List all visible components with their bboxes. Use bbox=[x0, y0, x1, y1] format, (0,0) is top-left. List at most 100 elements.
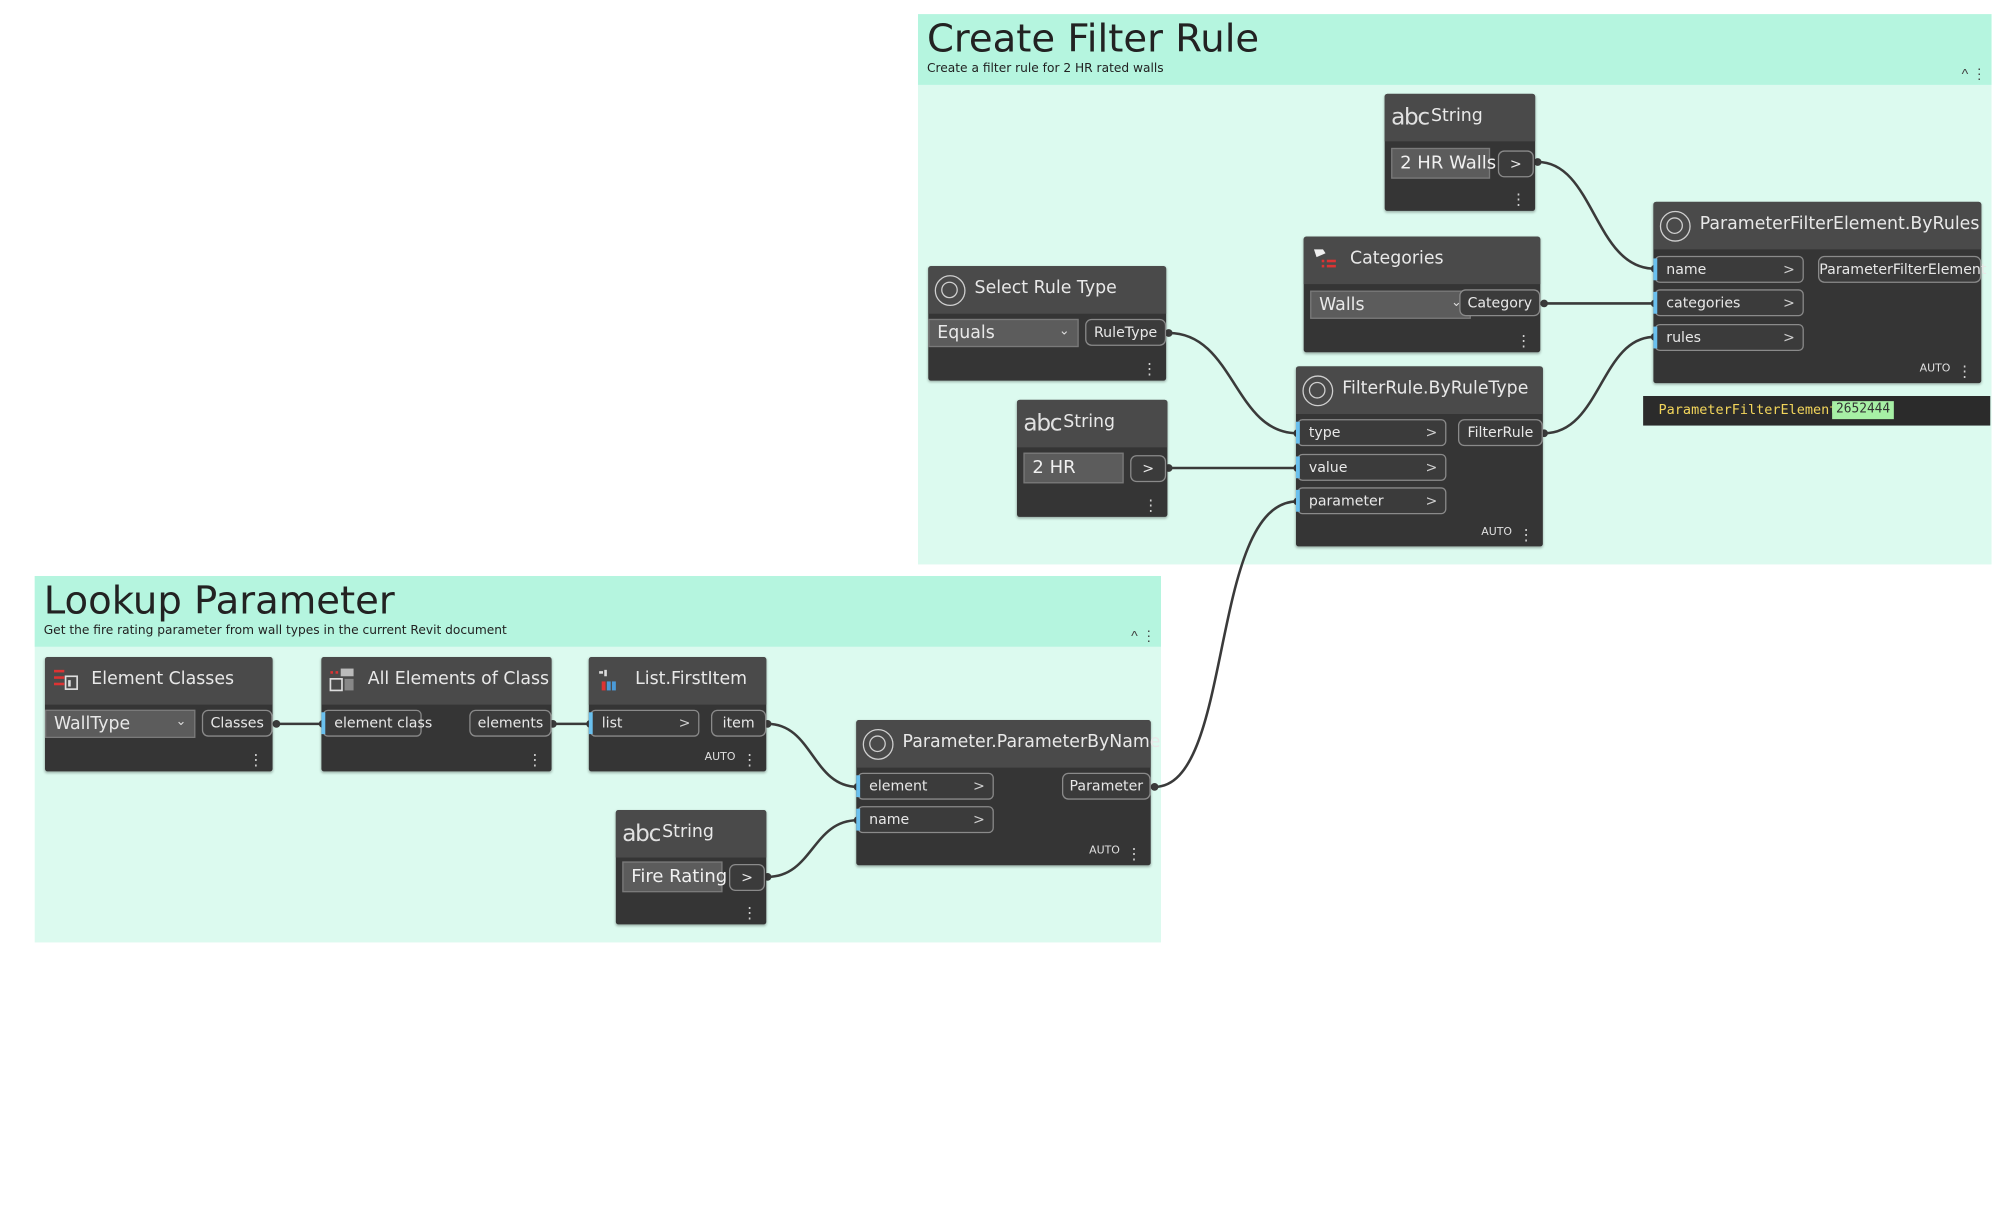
input-port-name[interactable]: name> bbox=[856, 806, 994, 834]
abc-string-icon: abc bbox=[1391, 104, 1430, 132]
node-title: Select Rule Type bbox=[974, 277, 1117, 299]
output-port[interactable]: item bbox=[710, 709, 767, 737]
lacing-label[interactable]: AUTO bbox=[1919, 362, 1951, 376]
rule-type-dropdown[interactable]: Equals ⌄ bbox=[928, 318, 1079, 348]
element-class-dropdown[interactable]: WallType ⌄ bbox=[44, 709, 196, 738]
chevron-right-icon: > bbox=[1782, 329, 1795, 346]
output-port[interactable]: RuleType bbox=[1085, 318, 1167, 346]
node-title: FilterRule.ByRuleType bbox=[1342, 377, 1529, 399]
node-all-elements[interactable]: All Elements of Class element class elem… bbox=[321, 656, 552, 772]
input-port-parameter[interactable]: parameter> bbox=[1295, 487, 1447, 515]
output-port[interactable]: Parameter bbox=[1061, 772, 1151, 800]
node-menu-icon[interactable]: ⋮ bbox=[1141, 359, 1158, 378]
node-first-item[interactable]: List.FirstItem list> item AUTO ⋮ bbox=[588, 656, 767, 772]
output-port[interactable]: Classes bbox=[201, 709, 273, 737]
output-port[interactable]: FilterRule bbox=[1457, 419, 1543, 447]
menu-dots-icon[interactable]: ⋮ bbox=[1141, 628, 1156, 645]
node-menu-icon[interactable]: ⋮ bbox=[1142, 496, 1159, 515]
node-title: String bbox=[1063, 411, 1116, 432]
node-filter-rule[interactable]: FilterRule.ByRuleType type> value> param… bbox=[1295, 366, 1543, 547]
group-header[interactable]: Lookup Parameter Get the fire rating par… bbox=[34, 575, 1161, 647]
string-input[interactable]: 2 HR bbox=[1023, 452, 1124, 484]
group-controls[interactable]: ^ ⋮ bbox=[1961, 66, 1987, 83]
node-menu-icon[interactable]: ⋮ bbox=[741, 750, 758, 769]
node-string-2hr[interactable]: abc String 2 HR > ⋮ bbox=[1016, 399, 1168, 517]
input-port-element[interactable]: element> bbox=[856, 772, 994, 800]
lacing-label[interactable]: AUTO bbox=[704, 750, 736, 764]
node-header[interactable]: abc String bbox=[615, 809, 767, 858]
node-categories[interactable]: Categories Walls ⌄ Category ⋮ bbox=[1303, 236, 1541, 353]
port-label: rules bbox=[1666, 329, 1702, 346]
input-port-rules[interactable]: rules > bbox=[1653, 323, 1804, 351]
input-port-type[interactable]: type> bbox=[1295, 419, 1447, 447]
chevron-down-icon: ⌄ bbox=[1058, 323, 1070, 339]
node-menu-icon[interactable]: ⋮ bbox=[1510, 190, 1527, 209]
output-port[interactable]: elements bbox=[469, 709, 552, 737]
node-header[interactable]: All Elements of Class bbox=[321, 656, 552, 705]
node-header[interactable]: abc String bbox=[1016, 399, 1168, 448]
output-port[interactable]: > bbox=[1130, 455, 1167, 483]
node-select-rule-type[interactable]: Select Rule Type Equals ⌄ RuleType ⋮ bbox=[928, 266, 1167, 381]
node-header[interactable]: List.FirstItem bbox=[588, 656, 767, 705]
node-element-classes[interactable]: Element Classes WallType ⌄ Classes ⋮ bbox=[44, 656, 273, 772]
menu-dots-icon[interactable]: ⋮ bbox=[1972, 66, 1987, 83]
node-menu-icon[interactable]: ⋮ bbox=[248, 750, 264, 769]
input-port-list[interactable]: list> bbox=[588, 709, 700, 737]
node-menu-icon[interactable]: ⋮ bbox=[741, 903, 758, 922]
node-string-walls[interactable]: abc String 2 HR Walls > ⋮ bbox=[1384, 93, 1536, 211]
node-preview-bubble[interactable]: ParameterFilterElement 2652444 bbox=[1643, 395, 1991, 426]
collapse-icon[interactable]: ^ bbox=[1961, 66, 1969, 83]
input-port-value[interactable]: value> bbox=[1295, 453, 1447, 481]
node-title: All Elements of Class bbox=[367, 668, 550, 690]
chevron-right-icon: > bbox=[972, 811, 985, 828]
node-menu-icon[interactable]: ⋮ bbox=[1126, 844, 1142, 863]
wire-string-walls-to-name bbox=[1537, 160, 1655, 270]
chevron-down-icon: ⌄ bbox=[175, 714, 187, 729]
dropdown-value: Walls bbox=[1319, 294, 1365, 315]
node-header[interactable]: Parameter.ParameterByName bbox=[856, 719, 1160, 768]
lacing-label[interactable]: AUTO bbox=[1089, 844, 1120, 858]
chevron-right-icon: > bbox=[678, 714, 691, 732]
node-header[interactable]: Select Rule Type bbox=[928, 266, 1167, 314]
node-header[interactable]: abc String bbox=[1384, 93, 1536, 142]
node-parameter-by-name[interactable]: Parameter.ParameterByName element> name>… bbox=[856, 719, 1160, 866]
lacing-label[interactable]: AUTO bbox=[1481, 525, 1512, 539]
node-title: List.FirstItem bbox=[635, 668, 748, 690]
collapse-icon[interactable]: ^ bbox=[1131, 628, 1138, 645]
preview-value: 2652444 bbox=[1832, 401, 1895, 420]
abc-string-icon: abc bbox=[622, 820, 661, 848]
output-port[interactable]: Category bbox=[1459, 289, 1541, 317]
port-label: name bbox=[1666, 260, 1707, 278]
chevron-right-icon: > bbox=[1782, 260, 1795, 278]
node-menu-icon[interactable]: ⋮ bbox=[1956, 362, 1973, 381]
dropdown-value: Equals bbox=[937, 322, 995, 344]
output-port[interactable]: > bbox=[1497, 150, 1534, 178]
chevron-down-icon: ⌄ bbox=[1451, 295, 1462, 310]
custom-node-icon bbox=[934, 275, 966, 306]
group-description: Create a filter rule for 2 HR rated wall… bbox=[926, 61, 1164, 76]
group-controls[interactable]: ^ ⋮ bbox=[1131, 627, 1156, 644]
node-header[interactable]: Element Classes bbox=[44, 656, 273, 705]
group-header[interactable]: Create Filter Rule Create a filter rule … bbox=[917, 14, 1992, 85]
output-port[interactable]: > bbox=[728, 863, 765, 891]
string-input[interactable]: Fire Rating bbox=[622, 861, 727, 893]
node-menu-icon[interactable]: ⋮ bbox=[527, 750, 543, 769]
node-menu-icon[interactable]: ⋮ bbox=[1515, 331, 1532, 350]
node-param-filter[interactable]: ParameterFilterElement.ByRules name > cat… bbox=[1653, 201, 1986, 384]
category-dropdown[interactable]: Walls ⌄ bbox=[1310, 290, 1471, 319]
node-header[interactable]: Categories bbox=[1303, 236, 1541, 285]
input-port-categories[interactable]: categories> bbox=[1653, 289, 1804, 317]
node-menu-icon[interactable]: ⋮ bbox=[1518, 525, 1534, 544]
group-description: Get the fire rating parameter from wall … bbox=[43, 623, 507, 638]
port-label: type bbox=[1308, 424, 1341, 441]
string-input[interactable]: 2 HR Walls bbox=[1391, 147, 1496, 179]
input-port-element-class[interactable]: element class bbox=[321, 709, 432, 737]
node-header[interactable]: FilterRule.ByRuleType bbox=[1295, 366, 1543, 414]
input-port-name[interactable]: name > bbox=[1653, 255, 1804, 283]
chevron-right-icon: > bbox=[1425, 458, 1438, 476]
node-header[interactable]: ParameterFilterElement.ByRules bbox=[1653, 201, 1982, 250]
wire-item-to-element bbox=[767, 722, 858, 789]
node-string-fire-rating[interactable]: abc String Fire Rating > ⋮ bbox=[615, 809, 767, 925]
output-port[interactable]: ParameterFilterElement bbox=[1817, 255, 1986, 283]
